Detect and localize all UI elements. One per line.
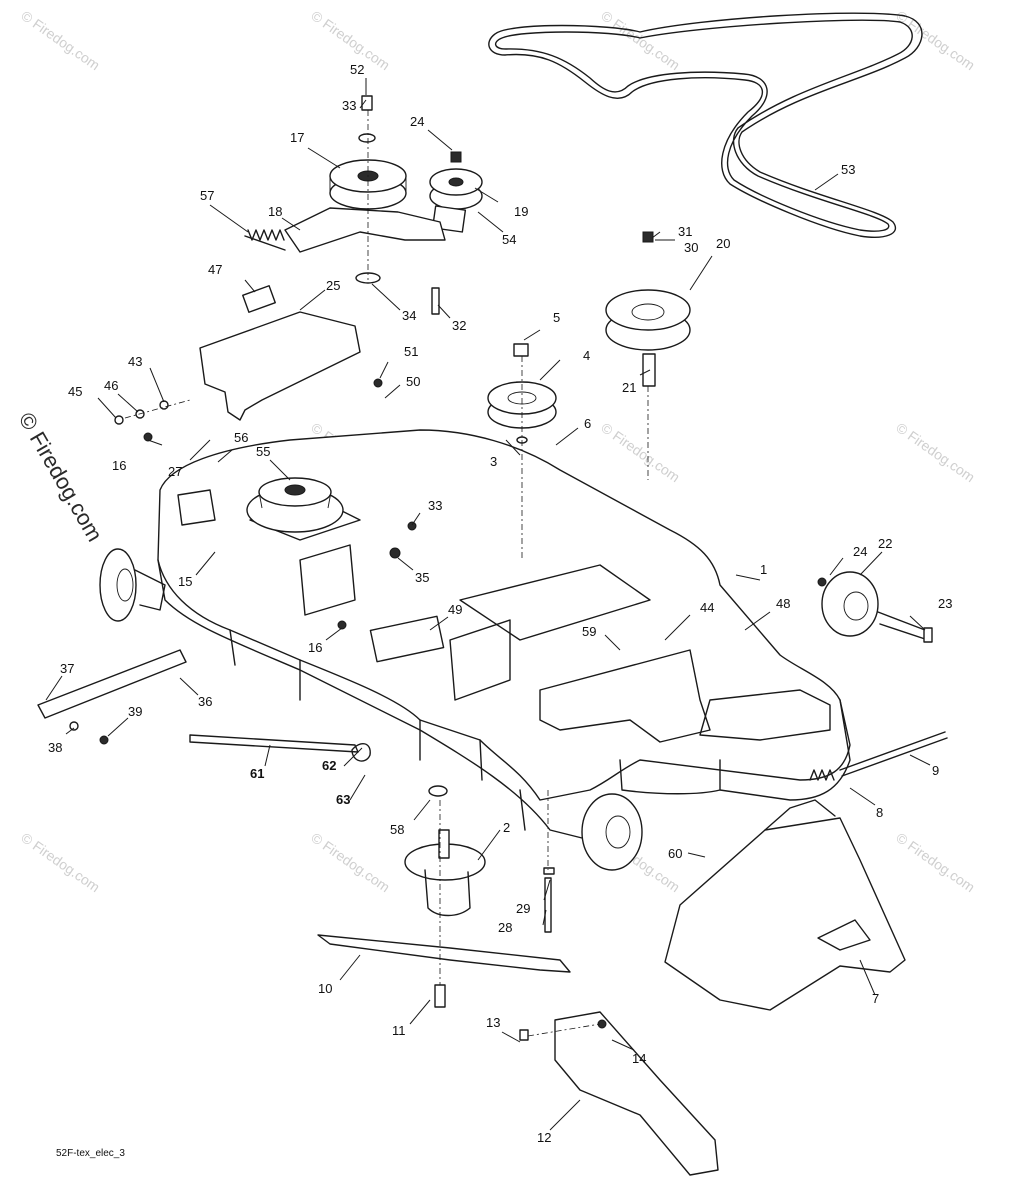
callout-21: 21	[622, 380, 636, 395]
callout-51: 51	[404, 344, 418, 359]
mulch-plate	[554, 1011, 719, 1176]
callout-23: 23	[938, 596, 952, 611]
belt	[488, 12, 923, 238]
callout-48: 48	[776, 596, 790, 611]
callout-54: 54	[502, 232, 516, 247]
callout-57: 57	[200, 188, 214, 203]
callout-58: 58	[390, 822, 404, 837]
callout-47: 47	[208, 262, 222, 277]
callout-24b: 24	[853, 544, 867, 559]
spindle-pulley-left	[246, 477, 344, 533]
discharge-chute	[664, 799, 906, 1011]
small-hardware	[69, 378, 827, 1041]
callout-45: 45	[68, 384, 82, 399]
watermark: © Firedog.com	[18, 829, 103, 895]
callout-63: 63	[336, 792, 350, 807]
watermark: © Firedog.com	[893, 7, 978, 73]
watermark: © Firedog.com	[893, 419, 978, 485]
caster-wheel-left	[99, 548, 166, 622]
callout-8: 8	[876, 805, 883, 820]
decal-49	[369, 615, 445, 663]
callout-18: 18	[268, 204, 282, 219]
watermark: © Firedog.com	[598, 7, 683, 73]
callout-50: 50	[406, 374, 420, 389]
callout-leaders	[45, 78, 931, 1131]
callout-33a: 33	[342, 98, 356, 113]
callout-56: 56	[234, 430, 248, 445]
idler-pulley-17	[329, 159, 407, 210]
callout-22: 22	[878, 536, 892, 551]
callout-28: 28	[498, 920, 512, 935]
callout-4: 4	[583, 348, 590, 363]
callout-20: 20	[716, 236, 730, 251]
callout-1: 1	[760, 562, 767, 577]
idler-pulley-19	[429, 168, 483, 210]
callout-16b: 16	[308, 640, 322, 655]
callout-34: 34	[402, 308, 416, 323]
callout-19: 19	[514, 204, 528, 219]
watermark: © Firedog.com	[893, 829, 978, 895]
callout-53: 53	[841, 162, 855, 177]
assembly-lines	[124, 110, 649, 1037]
callout-49: 49	[448, 602, 462, 617]
caster-wheel-front	[581, 793, 643, 871]
callout-46: 46	[104, 378, 118, 393]
watermark-main: © Firedog.com	[14, 408, 108, 546]
hinge-rod	[809, 731, 948, 781]
callout-6: 6	[584, 416, 591, 431]
callout-10: 10	[318, 981, 332, 996]
spindle-assembly	[404, 785, 486, 917]
caster-wheel-right	[821, 571, 933, 643]
callout-9: 9	[932, 763, 939, 778]
callouts: 1 2 3 4 5 6 7 8 9 10 11 12 13 14 15 16 1…	[48, 62, 952, 1145]
callout-13: 13	[486, 1015, 500, 1030]
mower-blade	[317, 934, 571, 1008]
watermark: © Firedog.com	[18, 7, 103, 73]
callout-61: 61	[250, 766, 264, 781]
callout-16a: 16	[112, 458, 126, 473]
callout-59: 59	[582, 624, 596, 639]
callout-3: 3	[490, 454, 497, 469]
callout-38: 38	[48, 740, 62, 755]
callout-43: 43	[128, 354, 142, 369]
callout-14: 14	[632, 1051, 646, 1066]
callout-31: 31	[678, 224, 692, 239]
pulley-20	[605, 231, 691, 387]
callout-33b: 33	[428, 498, 442, 513]
idler-arm	[244, 207, 446, 253]
watermark: © Firedog.com	[308, 829, 393, 895]
callout-39: 39	[128, 704, 142, 719]
callout-24a: 24	[410, 114, 424, 129]
callout-52: 52	[350, 62, 364, 77]
callout-29: 29	[516, 901, 530, 916]
callout-37: 37	[60, 661, 74, 676]
callout-5: 5	[553, 310, 560, 325]
callout-27: 27	[168, 464, 182, 479]
callout-60: 60	[668, 846, 682, 861]
callout-2: 2	[503, 820, 510, 835]
callout-12: 12	[537, 1130, 551, 1145]
callout-35: 35	[415, 570, 429, 585]
decal-47	[242, 285, 276, 313]
callout-30: 30	[684, 240, 698, 255]
callout-17: 17	[290, 130, 304, 145]
callout-25: 25	[326, 278, 340, 293]
watermark: © Firedog.com	[598, 419, 683, 485]
callout-15: 15	[178, 574, 192, 589]
callout-36: 36	[198, 694, 212, 709]
callout-32: 32	[452, 318, 466, 333]
callout-62: 62	[322, 758, 336, 773]
figure-id: 52F-tex_elec_3	[56, 1148, 125, 1159]
callout-44: 44	[700, 600, 714, 615]
callout-11: 11	[392, 1023, 406, 1038]
belt-cover	[199, 285, 361, 421]
callout-55: 55	[256, 444, 270, 459]
callout-7: 7	[872, 991, 879, 1006]
pin-32	[431, 287, 440, 315]
